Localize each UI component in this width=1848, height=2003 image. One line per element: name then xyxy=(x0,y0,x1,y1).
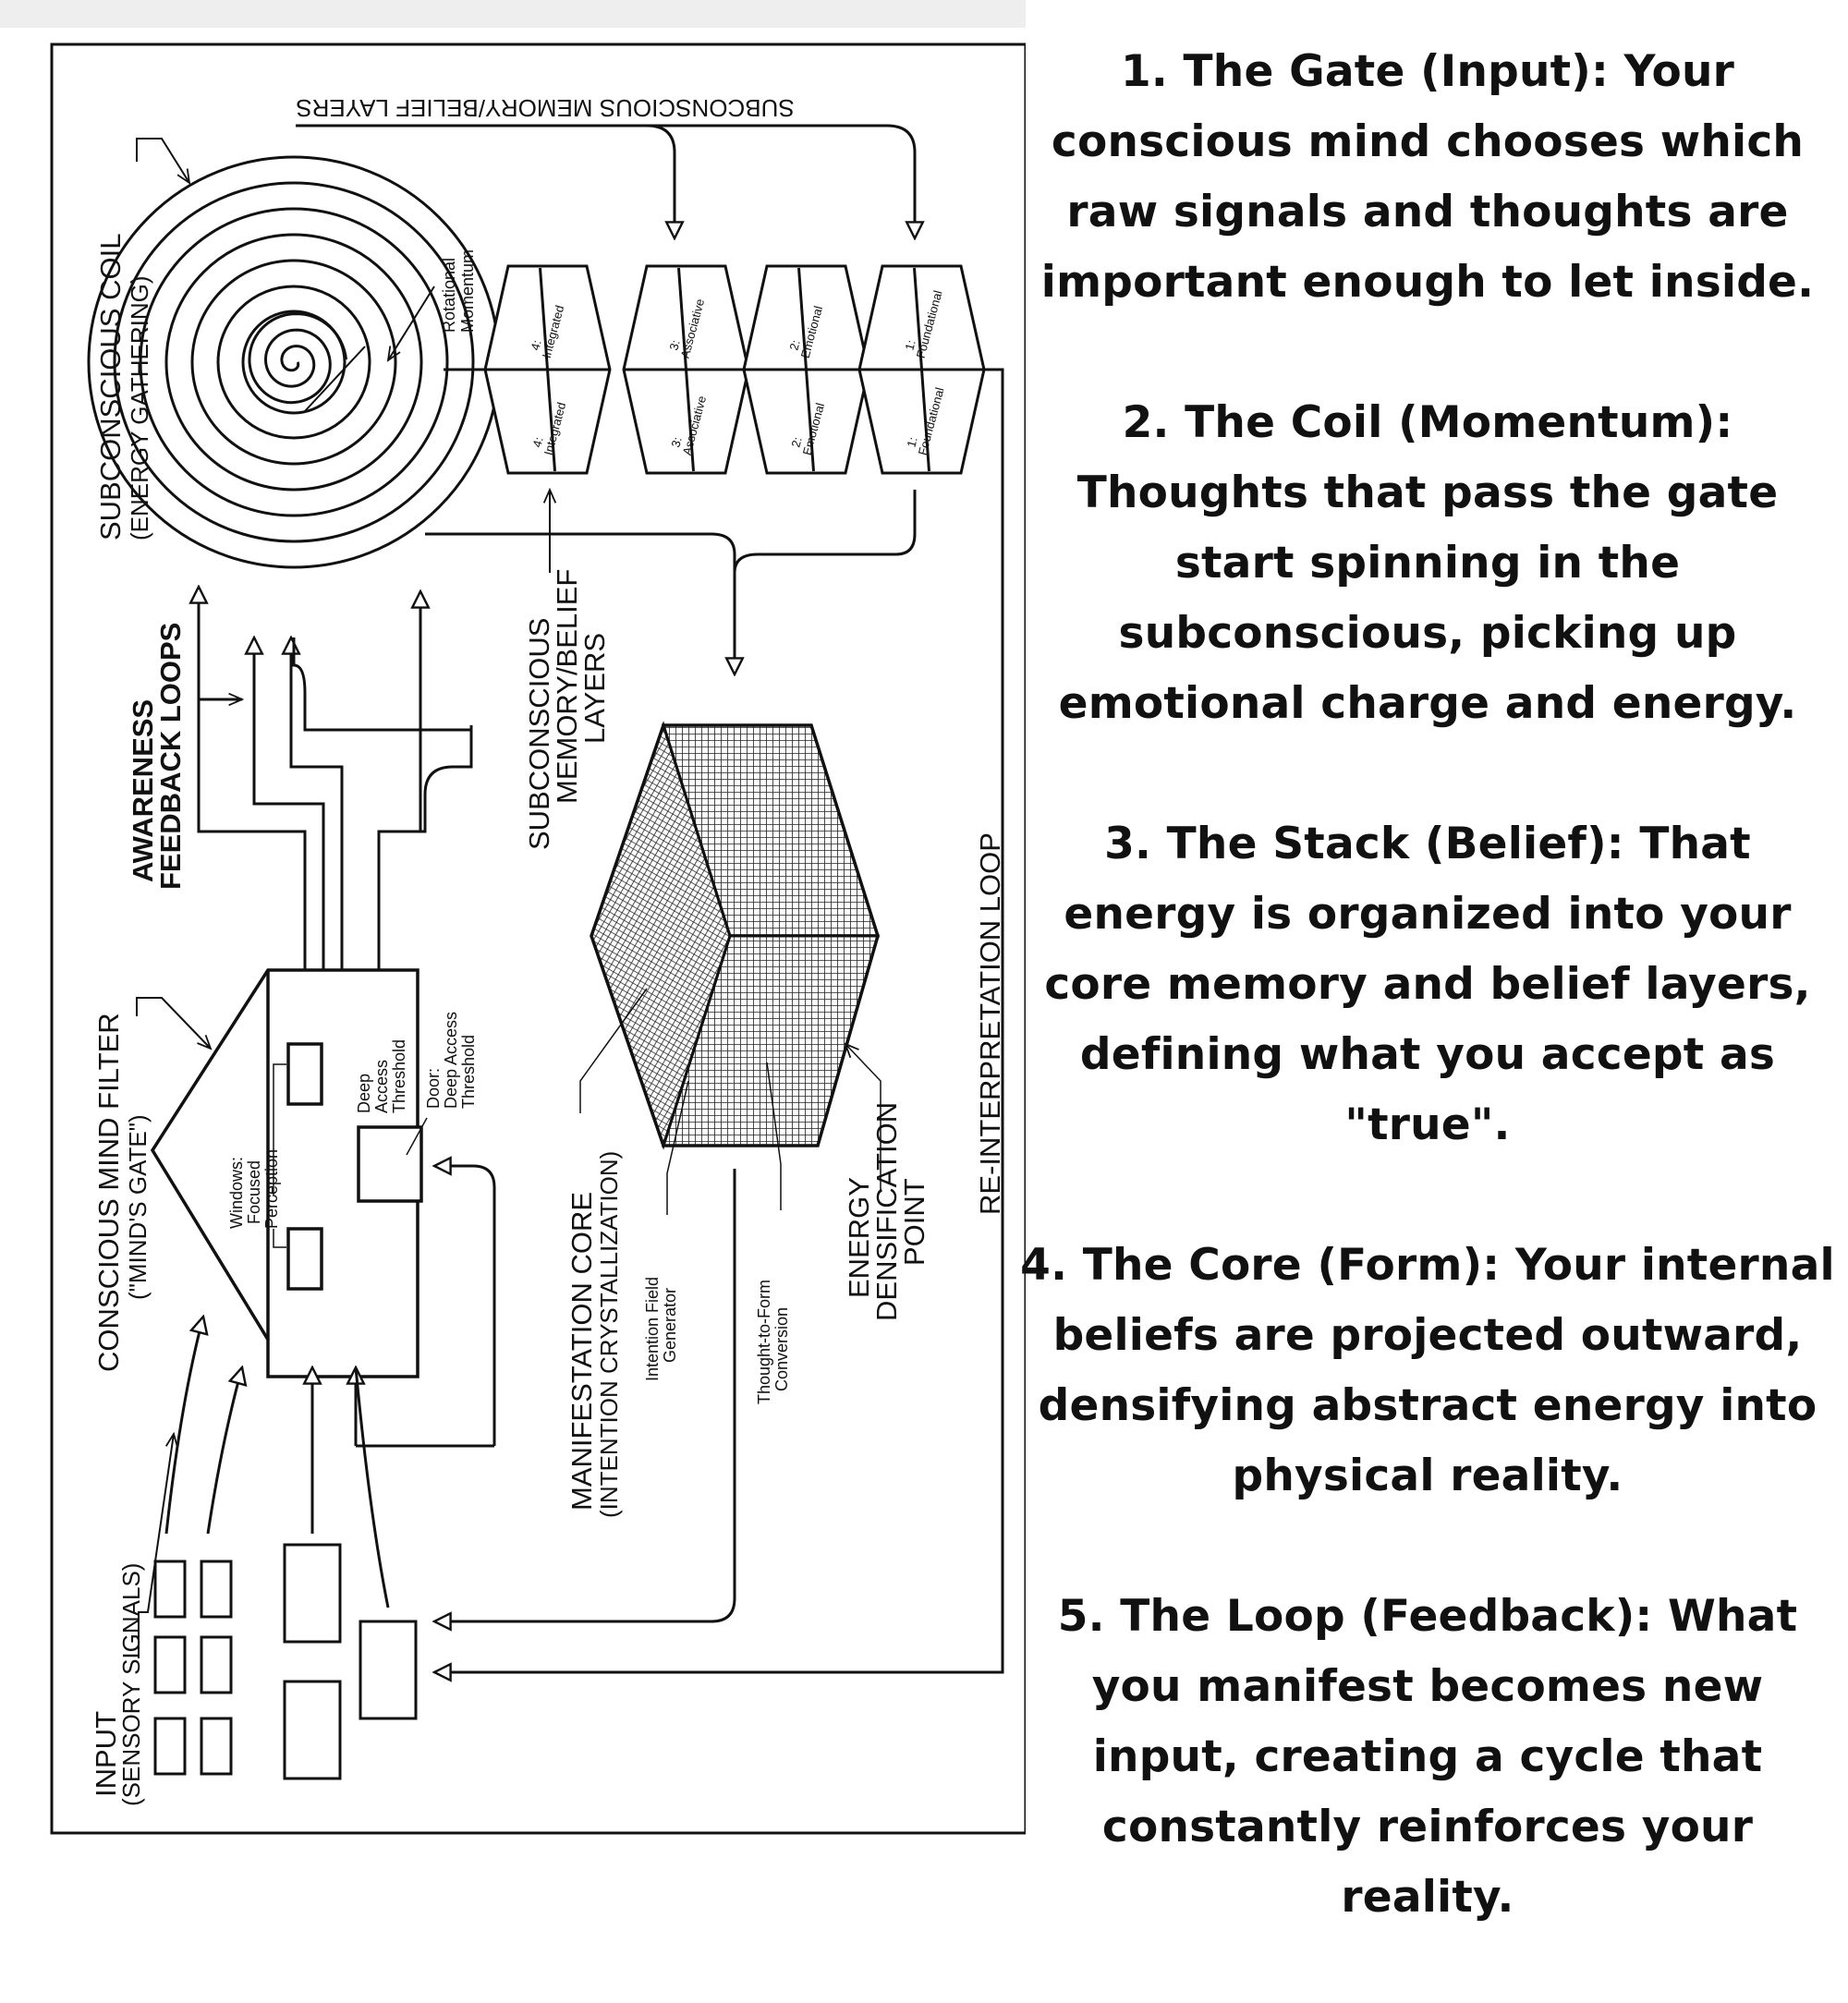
manifestation-diagram: SUBCONSCIOUS MEMORY/BELIEF LAYERS SUBCON… xyxy=(0,0,1026,1835)
step-core: 4. The Core (Form): Your internal belief… xyxy=(1020,1240,1835,1501)
step-loop: 5. The Loop (Feedback): What you manifes… xyxy=(1057,1591,1798,1923)
step-stack: 3. The Stack (Belief): That energy is or… xyxy=(1044,819,1811,1150)
blocks-to-core-line xyxy=(425,532,735,674)
intention-label: Intention Field Generator xyxy=(643,1272,679,1381)
layers-label: SUBCONSCIOUS MEMORY/BELIEF LAYERS xyxy=(523,561,611,850)
step-gate: 1. The Gate (Input): Your conscious mind… xyxy=(1040,46,1815,308)
coil-ring-5 xyxy=(139,207,449,517)
filter-label: CONSCIOUS MIND FILTER ("MIND'S GATE") xyxy=(92,1005,152,1372)
windows-label: Windows: Focused Perception xyxy=(227,1149,281,1229)
conscious-mind-filter xyxy=(150,968,423,1378)
subconscious-coil xyxy=(87,155,501,569)
door-threshold xyxy=(357,1125,423,1203)
awareness-feedback-loops xyxy=(199,587,473,970)
step-coil: 2. The Coil (Momentum): Thoughts that pa… xyxy=(1058,397,1797,729)
top-feedback-lines xyxy=(296,124,915,238)
door-label: Door: Deep Access Threshold xyxy=(424,1007,478,1109)
coil-ring-2 xyxy=(216,285,371,440)
input-signals xyxy=(153,1543,418,1780)
coil-ring-3 xyxy=(190,259,397,466)
thought-form-label: Thought-to-Form Conversion xyxy=(755,1275,791,1404)
core-label: MANIFESTATION CORE (INTENTION CRYSTALLIZ… xyxy=(565,1151,623,1518)
rotational-label: Rotational Momentum xyxy=(440,249,477,333)
coil-ring-6 xyxy=(113,181,475,543)
coil-ring-4 xyxy=(164,233,423,492)
feedback-label: AWARENESS FEEDBACK LOOPS xyxy=(127,623,187,890)
manifestation-core xyxy=(590,721,881,1150)
window-top xyxy=(286,1042,323,1106)
coil-ring-1 xyxy=(241,310,346,415)
steps-panel: 1. The Gate (Input): Your conscious mind… xyxy=(1016,37,1839,2003)
reinterpretation-label: RE-INTERPRETATION LOOP xyxy=(974,832,1006,1215)
input-arrows xyxy=(164,1317,390,1608)
belief-layer-blocks: 4:Integrated4:Integrated3:Associative3:A… xyxy=(483,264,986,475)
energy-label: ENERGY DENSIFICATION POINT xyxy=(843,1094,930,1321)
input-label: INPUT (SENSORY SIGNALS) xyxy=(90,1563,145,1806)
window-bottom xyxy=(286,1227,323,1291)
coil-label: SUBCONSCIOUS COIL (ENERGY GATHERING) xyxy=(94,226,153,540)
deep-access-label: Deep Access Threshold xyxy=(355,1039,408,1113)
top-layers-label: SUBCONSCIOUS MEMORY/BELIEF LAYERS xyxy=(296,94,794,122)
coil-label-arrow xyxy=(136,138,189,183)
core-output-line xyxy=(434,1169,736,1621)
